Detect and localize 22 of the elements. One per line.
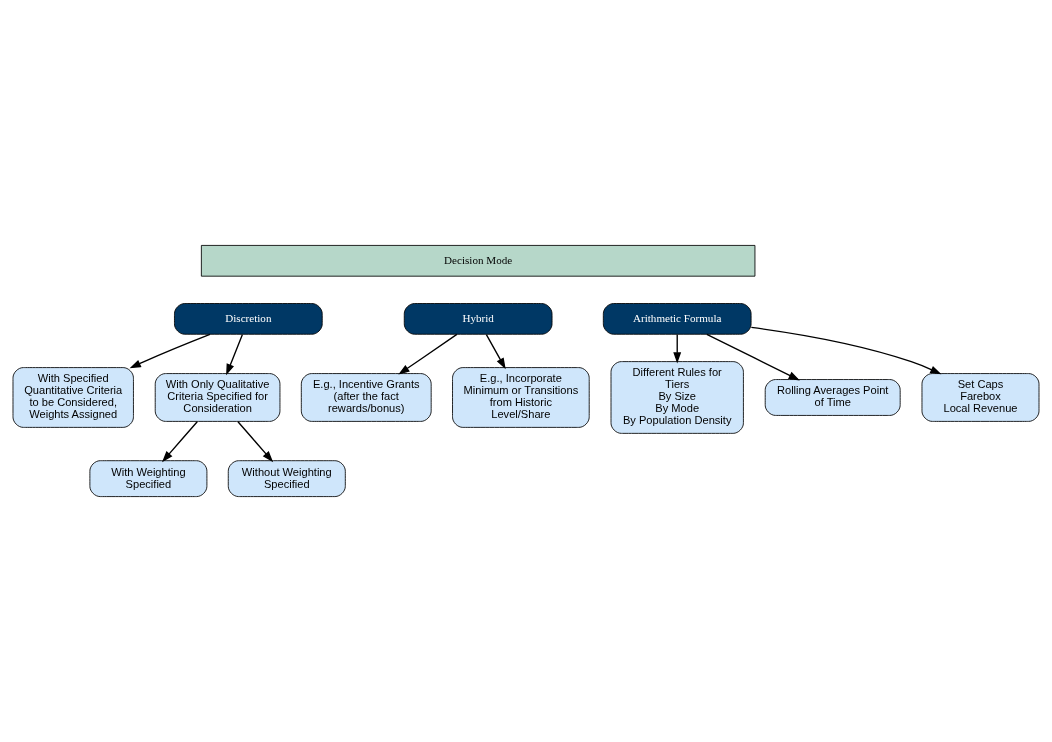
node-box: With Only Qualitative Criteria Specified for Consideration (154, 373, 281, 422)
node-box: Discretion (174, 303, 323, 335)
arrow (129, 333, 211, 369)
node-box: Rolling Averages Point of Time (764, 379, 901, 416)
node-box: Hybrid (403, 303, 553, 335)
node-box: Arithmetic Formula (602, 303, 752, 335)
node-box: With Specified Quantitative Criteria to be Considered, Weights Assigned (12, 367, 134, 428)
node-box: With Weighting Specified (89, 460, 208, 497)
node-box: Without Weighting Specified (227, 460, 346, 497)
arrow (226, 333, 244, 376)
arrow (706, 333, 800, 381)
node-box: Set Caps Farebox Local Revenue (921, 373, 1040, 422)
node-box: E.g., Incorporate Minimum or Transitions from Historic Level/Share (452, 367, 590, 428)
arrow (237, 421, 274, 463)
node-box: Different Rules for Tiers By Size By Mode By Population Density (610, 361, 744, 434)
node-box: E.g., Incentive Grants (after the fact rewards/bonus) (300, 373, 432, 422)
arrow (673, 333, 682, 364)
node-box: Decision Mode (200, 245, 756, 277)
arrow (485, 333, 506, 370)
arrow (162, 421, 198, 463)
arrow (750, 326, 942, 375)
arrow (398, 333, 458, 375)
